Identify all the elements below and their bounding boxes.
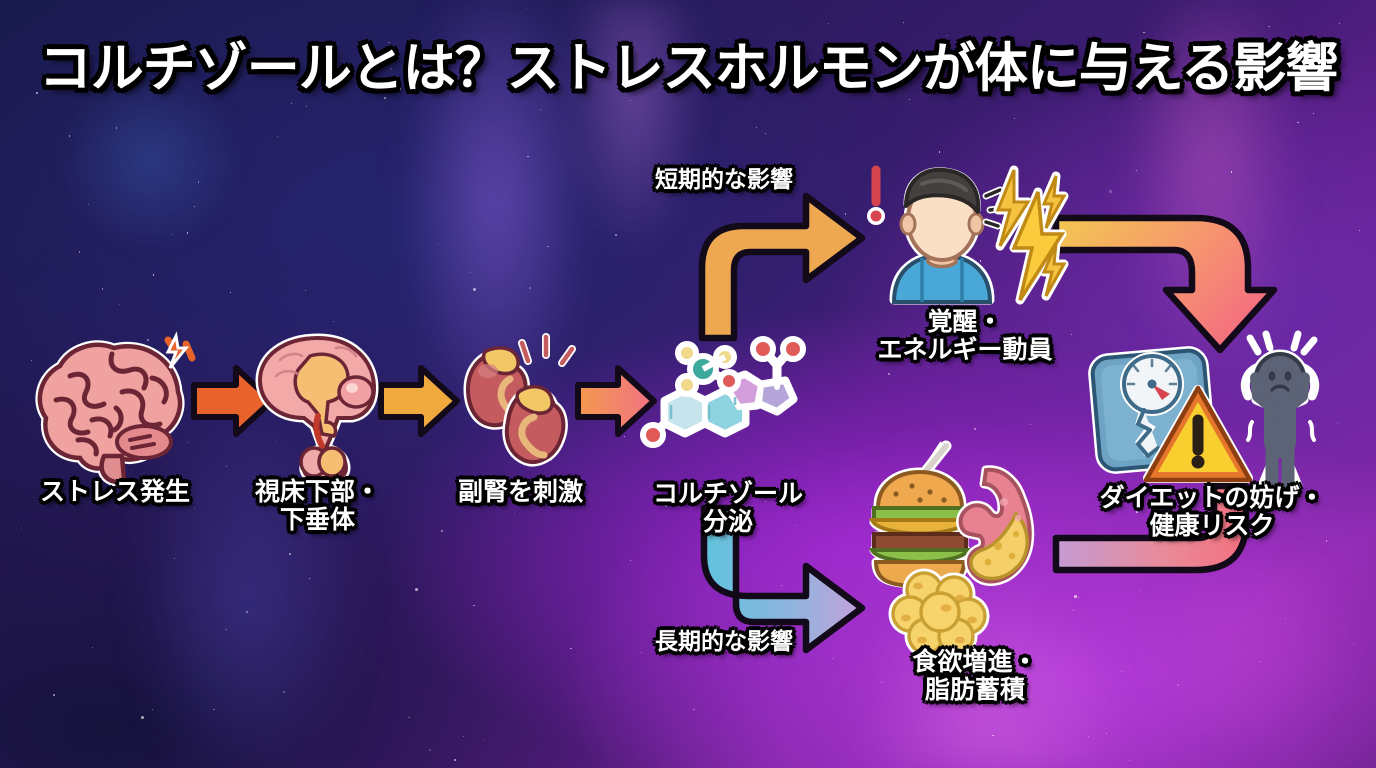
node-risk (1086, 330, 1336, 493)
node-stress (26, 330, 201, 487)
arrow-top-return (1052, 214, 1278, 354)
node-hypothalamus (252, 330, 384, 485)
arrow-3 (575, 365, 657, 437)
label-appetite: 食欲増進・ 脂肪蓄積 (912, 647, 1038, 704)
arrow-1 (191, 365, 275, 437)
label-long-term-branch: 長期的な影響 (655, 629, 793, 655)
alert-person-lightning-icon (867, 165, 1069, 305)
molecule-icon (640, 336, 806, 448)
brain-icon (35, 331, 196, 487)
scale-warning-stressed-person-icon (1088, 330, 1320, 493)
node-adrenal (450, 333, 590, 475)
node-arousal (860, 162, 1069, 310)
label-risk: ダイエットの妨げ・ 健康リスク (1099, 483, 1325, 540)
arrow-2 (378, 365, 460, 437)
label-adrenal: 副腎を刺激 (457, 477, 583, 506)
label-arousal: 覚醒・ エネルギー動員 (877, 307, 1053, 364)
label-stress: ストレス発生 (39, 477, 190, 506)
label-cortisol: コルチゾール 分泌 (652, 479, 803, 536)
burger-stomach-fat-icon (868, 440, 1035, 658)
node-cortisol (640, 335, 810, 470)
arrow-short-term (698, 192, 866, 342)
arrow-bottom-return (1052, 482, 1250, 574)
label-short-term-branch: 短期的な影響 (655, 167, 793, 193)
node-appetite (866, 440, 1046, 658)
kidneys-icon (463, 333, 576, 467)
label-hypothalamus: 視床下部・ 下垂体 (254, 477, 380, 534)
brain-pituitary-icon (255, 333, 379, 485)
page-title: コルチゾールとは？ストレスホルモンが体に与える影響 (38, 38, 1338, 99)
arrow-long-term (700, 504, 866, 654)
